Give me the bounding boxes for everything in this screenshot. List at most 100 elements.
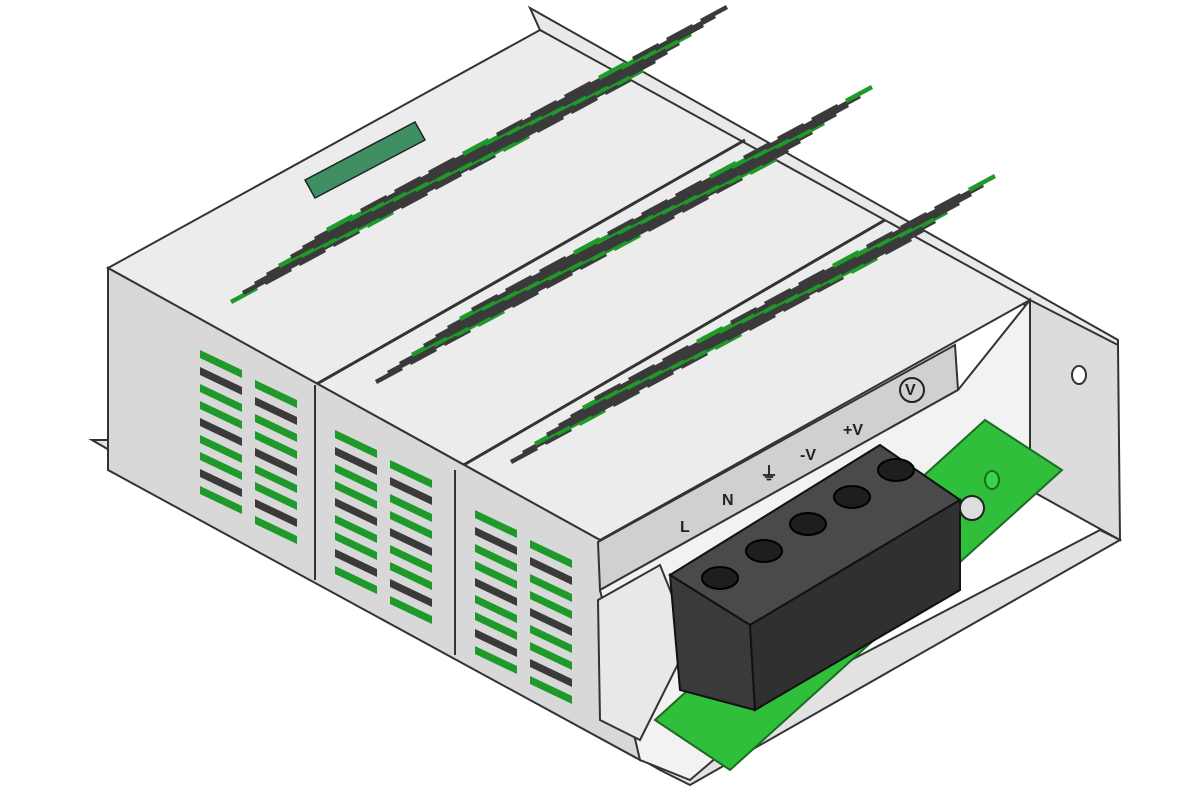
vent-slot: [777, 123, 805, 141]
vent-slot: [539, 256, 567, 274]
mounting-hole-right: [1071, 365, 1087, 385]
vent-slot: [428, 157, 456, 175]
side-vent-slot: [335, 532, 377, 560]
side-vent-slot: [200, 452, 242, 480]
side-vent-slot: [335, 498, 377, 526]
vent-slot: [598, 62, 626, 80]
side-vent-slot: [475, 646, 517, 674]
side-vent-slot: [530, 540, 572, 568]
side-vent-slot: [475, 578, 517, 606]
vent-slot: [394, 176, 422, 194]
side-vent-slots: [200, 350, 572, 704]
side-vent-slot: [255, 516, 297, 544]
side-vent-slot: [255, 482, 297, 510]
side-vent-slot: [475, 544, 517, 572]
side-vent-slot: [475, 561, 517, 589]
terminal-screw-hole: [789, 512, 827, 536]
vent-slot: [628, 364, 656, 382]
side-vent-slot: [335, 549, 377, 577]
vent-slot: [607, 218, 635, 236]
vent-slot: [811, 104, 839, 122]
side-vent-slot: [530, 557, 572, 585]
side-vent-slot: [335, 430, 377, 458]
vent-slot: [845, 85, 873, 103]
side-vent-slot: [390, 511, 432, 539]
side-vent-slot: [390, 545, 432, 573]
side-vent-slot: [390, 579, 432, 607]
vent-slot: [743, 142, 771, 160]
side-vent-slot: [255, 397, 297, 425]
vent-slot: [496, 119, 524, 137]
side-vent-slot: [200, 435, 242, 463]
side-vent-slot: [335, 464, 377, 492]
side-vent-slot: [255, 499, 297, 527]
vent-slot: [573, 237, 601, 255]
side-vent-slot: [390, 494, 432, 522]
side-vent-slot: [475, 595, 517, 623]
terminal-label-l: L: [680, 519, 690, 536]
side-vent-slot: [530, 591, 572, 619]
terminal-screws: [701, 458, 915, 590]
vent-slot: [471, 294, 499, 312]
side-vent-slot: [335, 515, 377, 543]
side-vent-slot: [530, 659, 572, 687]
cover-bracket: [596, 563, 692, 742]
terminal-screw-hole: [701, 566, 739, 590]
terminal-label-voltage-adjust: V: [905, 382, 916, 399]
terminal-block-side: [748, 498, 961, 712]
side-vent-slot: [475, 612, 517, 640]
side-vent-slot: [255, 414, 297, 442]
vent-slot: [641, 199, 669, 217]
terminal-screw-hole: [745, 539, 783, 563]
terminal-label-n: N: [722, 492, 734, 509]
side-vent-slot: [390, 460, 432, 488]
terminal-screw-hole: [833, 485, 871, 509]
vent-slot: [764, 288, 792, 306]
vent-slot: [798, 269, 826, 287]
side-vent-slot: [475, 629, 517, 657]
side-vent-slot: [475, 527, 517, 555]
terminal-screw-hole: [877, 458, 915, 482]
status-led: [984, 470, 1000, 490]
side-vent-slot: [475, 510, 517, 538]
vent-slot: [326, 214, 354, 232]
vent-slot: [666, 24, 694, 42]
side-vent-slot: [255, 465, 297, 493]
terminal-label-ground: ⏚: [760, 464, 778, 484]
vent-slot: [462, 138, 490, 156]
side-vent-slot: [200, 401, 242, 429]
vent-slot: [900, 212, 928, 230]
vent-slot: [530, 100, 558, 118]
vent-slot: [968, 174, 996, 192]
side-vent-slot: [530, 642, 572, 670]
vent-slot: [632, 43, 660, 61]
vent-slot: [564, 81, 592, 99]
side-vent-slot: [255, 448, 297, 476]
side-vent-slot: [530, 574, 572, 602]
side-vent-slot: [200, 367, 242, 395]
terminal-label-plus-v: +V: [843, 422, 863, 439]
vent-slot: [505, 275, 533, 293]
vent-slot: [360, 195, 388, 213]
side-vent-slot: [530, 625, 572, 653]
vent-slot: [700, 5, 728, 23]
label-plate: [303, 120, 427, 200]
vent-slot: [696, 326, 724, 344]
vent-slot: [709, 161, 737, 179]
side-vent-slot: [200, 418, 242, 446]
voltage-adjust-icon: [899, 377, 925, 403]
side-vent-slot: [335, 566, 377, 594]
side-vent-slot: [200, 384, 242, 412]
side-vent-slot: [390, 477, 432, 505]
side-vent-slot: [335, 447, 377, 475]
cover-seam-2: [454, 218, 886, 472]
side-vent-slot: [530, 676, 572, 704]
vent-slot: [832, 250, 860, 268]
side-vent-slot: [335, 481, 377, 509]
top-vent-slots: [230, 5, 996, 464]
vent-slot: [675, 180, 703, 198]
vent-slot: [594, 383, 622, 401]
vent-slot: [730, 307, 758, 325]
vent-slot: [934, 193, 962, 211]
